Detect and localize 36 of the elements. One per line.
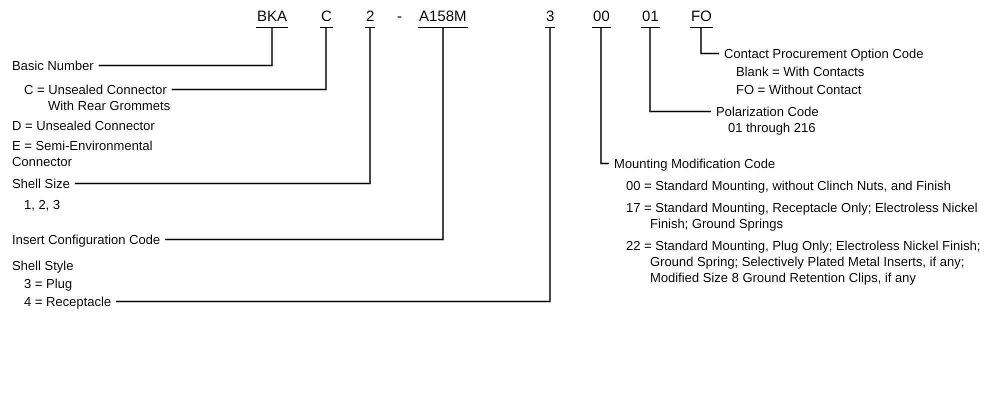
description-text: Polarization Code — [716, 104, 820, 120]
description-text: Contact Procurement Option Code — [724, 46, 924, 62]
description-text: Mounting Modification Code — [614, 156, 776, 172]
leader-line — [172, 28, 327, 90]
leader-line — [700, 28, 719, 54]
option-text: 1, 2, 3 — [23, 197, 62, 213]
code-segment: 2 — [365, 8, 376, 28]
option-text: 22 = Standard Mounting, Plug Only; Electroless Nickel Finish; Ground Spring; Selectively Plated Metal Inserts, if any; Modified Size 8 Ground Retention Clips, if any — [625, 238, 982, 286]
code-segment: A158M — [418, 8, 468, 28]
description-text: Basic Number — [12, 58, 132, 74]
leader-line — [600, 28, 609, 164]
code-segment: 3 — [545, 8, 556, 28]
option-text: FO = Without Contact — [735, 82, 862, 98]
leader-line — [98, 28, 273, 66]
leader-line — [165, 28, 444, 240]
option-text: E = Semi-Environmental Connector — [12, 138, 154, 170]
description-text: Shell Size — [12, 176, 71, 192]
option-text: 4 = Receptacle — [23, 294, 112, 310]
option-text: Blank = With Contacts — [735, 64, 866, 80]
code-segment: BKA — [256, 8, 288, 28]
leader-line — [649, 28, 711, 112]
option-text: D = Unsealed Connector — [12, 118, 156, 134]
description-text: C = Unsealed Connector With Rear Grommets — [23, 82, 172, 114]
option-text: 3 = Plug — [23, 276, 74, 292]
option-text: 01 through 216 — [727, 120, 816, 136]
description-text: Insert Configuration Code — [12, 232, 192, 248]
leader-line — [74, 28, 371, 184]
leader-line — [116, 28, 551, 302]
option-text: 00 = Standard Mounting, without Clinch Nuts, and Finish — [625, 178, 952, 194]
option-text: 17 = Standard Mounting, Receptacle Only; Electroless Nickel Finish; Ground Springs — [625, 200, 979, 232]
code-segment: C — [320, 8, 333, 28]
separator-text: - — [397, 8, 402, 26]
code-segment: 01 — [641, 8, 660, 28]
code-segment: FO — [690, 8, 713, 28]
code-segment: 00 — [592, 8, 611, 28]
description-text: Shell Style — [12, 258, 74, 274]
